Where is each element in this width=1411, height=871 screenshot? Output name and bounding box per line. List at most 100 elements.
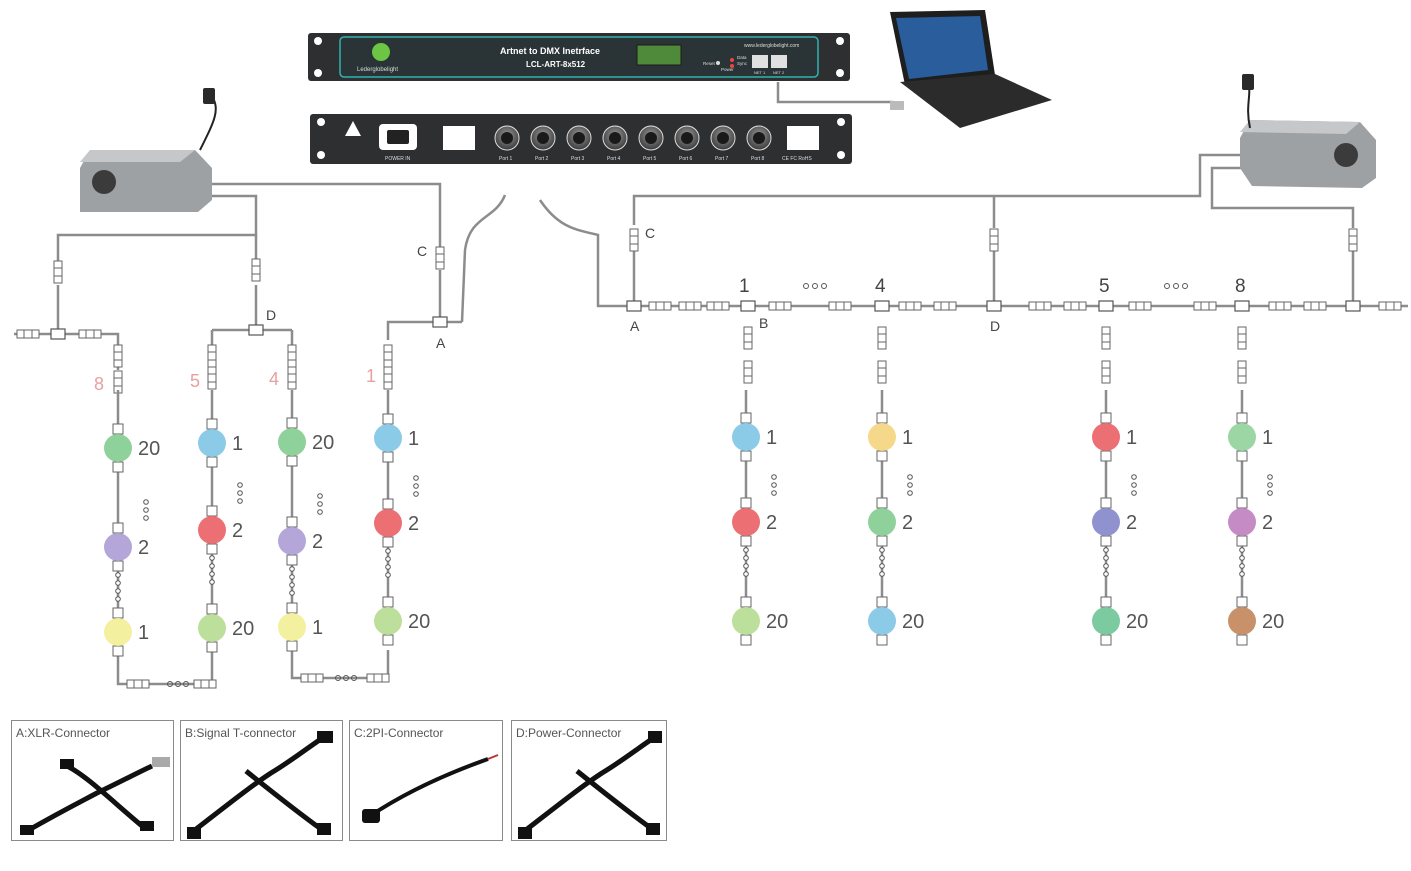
node-cap <box>876 634 888 646</box>
cable-connector <box>743 360 753 384</box>
power-supply-left <box>80 88 217 212</box>
ellipsis-dot <box>743 547 749 553</box>
xlr-port-4[interactable]: Port 4 <box>602 125 628 162</box>
cable-connector <box>193 679 217 689</box>
usb-adapter <box>890 101 904 110</box>
node-cap <box>112 423 124 435</box>
node-cap <box>382 596 394 608</box>
legend-title-c: C:2PI-Connector <box>354 726 444 740</box>
xlr-port-hole <box>717 132 729 144</box>
pixel-node <box>104 434 132 462</box>
ellipsis-dot <box>385 548 391 554</box>
cert-label: CE FC RoHS <box>782 156 812 162</box>
node-cap <box>1236 450 1248 462</box>
signal-t-connector-image <box>187 731 333 839</box>
pixel-node-number: 2 <box>1262 512 1273 534</box>
xlr-port-hole <box>501 132 513 144</box>
node-cap <box>206 456 218 468</box>
t-connector <box>1098 300 1114 312</box>
pixel-node <box>198 429 226 457</box>
xlr-port-hole <box>609 132 621 144</box>
cable-connector <box>207 344 217 368</box>
cable-connector <box>1237 326 1247 350</box>
node-cap <box>876 450 888 462</box>
ellipsis-dot <box>209 579 215 585</box>
ellipsis-dot <box>317 493 323 499</box>
cable-connector <box>383 344 393 368</box>
legend-title-b: B:Signal T-connector <box>185 726 297 740</box>
xlr-port-6[interactable]: Port 6 <box>674 125 700 162</box>
ellipsis-dot <box>209 571 215 577</box>
device-lcd <box>636 44 682 66</box>
node-cap <box>1100 596 1112 608</box>
pixel-node-number: 20 <box>232 618 254 640</box>
label-c-right: C <box>645 225 655 241</box>
xlr-port-hole <box>681 132 693 144</box>
wire-right-psu-1 <box>632 153 1244 225</box>
ellipsis-dot <box>143 499 149 505</box>
node-cap <box>206 543 218 555</box>
cable-connector <box>287 344 297 368</box>
node-cap <box>1236 634 1248 646</box>
cable-connector <box>743 326 753 350</box>
xlr-port-label: Port 6 <box>679 156 693 162</box>
node-cap <box>876 535 888 547</box>
xlr-port-label: Port 3 <box>571 156 585 162</box>
indicator-reset: Reset <box>703 61 716 66</box>
t-connector <box>50 328 66 340</box>
node-cap <box>1100 450 1112 462</box>
t-connector <box>1345 300 1361 312</box>
pixel-node <box>278 428 306 456</box>
ellipsis-dot <box>385 564 391 570</box>
cable-connector <box>113 370 123 394</box>
channel-label-1: 1 <box>366 366 376 386</box>
cable-connector <box>989 228 999 252</box>
xlr-port-5[interactable]: Port 5 <box>638 125 664 162</box>
column-labels: 1 4 5 8 <box>739 276 1246 297</box>
pixel-node-number: 2 <box>766 512 777 534</box>
node-cap <box>206 505 218 517</box>
ethernet-port-icon <box>443 126 475 150</box>
xlr-port-2[interactable]: Port 2 <box>530 125 556 162</box>
ellipsis-dot <box>743 555 749 561</box>
pixel-node <box>732 508 760 536</box>
ellipsis-dot <box>1267 490 1273 496</box>
ellipsis-dot <box>879 571 885 577</box>
ellipsis-dot <box>907 474 913 480</box>
xlr-port-7[interactable]: Port 7 <box>710 125 736 162</box>
xlr-port-8[interactable]: Port 8 <box>746 125 772 162</box>
cable-connector <box>1028 301 1052 311</box>
net-port-2[interactable] <box>771 55 787 68</box>
node-cap <box>1100 634 1112 646</box>
pixel-node-number: 1 <box>138 622 149 644</box>
xlr-port-3[interactable]: Port 3 <box>566 125 592 162</box>
cable-connector <box>768 301 792 311</box>
node-cap <box>1236 596 1248 608</box>
ellipsis-dot <box>413 491 419 497</box>
pixel-node <box>374 509 402 537</box>
xlr-port-1[interactable]: Port 1 <box>494 125 520 162</box>
ellipsis-dot <box>385 556 391 562</box>
pixel-node-number: 20 <box>312 432 334 454</box>
channel-label-5: 5 <box>190 371 200 391</box>
pixel-node <box>1228 508 1256 536</box>
indicator-power: Power <box>721 67 734 72</box>
pixel-node-number: 1 <box>1126 427 1137 449</box>
ellipsis-dot <box>743 571 749 577</box>
wire-xlr-right <box>538 199 628 308</box>
net-port-1[interactable] <box>752 55 768 68</box>
cable-connector <box>383 366 393 390</box>
legend-2pi-connector: C:2PI-Connector <box>349 720 503 841</box>
label-c-left: C <box>417 243 427 259</box>
wires <box>14 82 1408 686</box>
node-cap <box>286 554 298 566</box>
xlr-port-hole <box>645 132 657 144</box>
xlr-port-hole <box>753 132 765 144</box>
pixel-node <box>868 423 896 451</box>
cable-connector <box>877 360 887 384</box>
label-a-left: A <box>436 335 446 351</box>
ellipsis-dot <box>907 482 913 488</box>
